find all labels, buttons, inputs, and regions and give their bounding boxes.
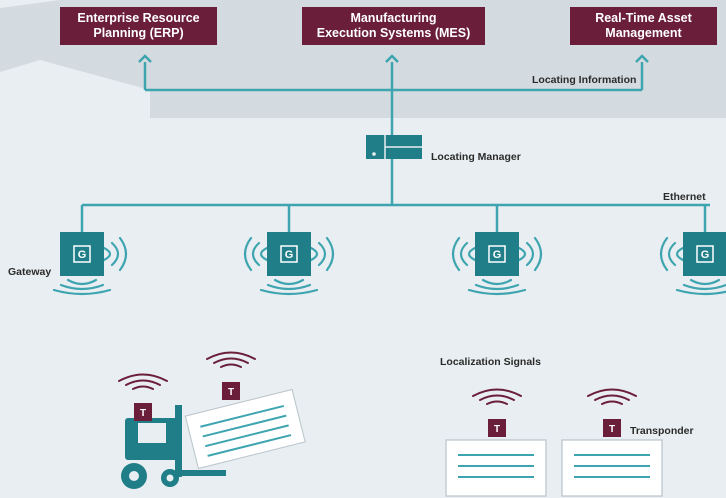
locating-information-label: Locating Information xyxy=(532,74,637,86)
locating-manager-label: Locating Manager xyxy=(431,151,521,163)
transponder-3: T xyxy=(472,388,522,437)
gateway-icon xyxy=(73,245,91,263)
signal-wave xyxy=(273,278,305,286)
signal-wave xyxy=(251,241,261,267)
signal-wave xyxy=(259,288,319,296)
pallet-right xyxy=(561,439,663,497)
signal-wave xyxy=(220,363,242,368)
signal-wave xyxy=(118,236,128,272)
gateway-box xyxy=(267,232,311,276)
signal-wave xyxy=(66,278,98,286)
mes-line2: Execution Systems (MES) xyxy=(316,26,471,40)
gateway-icon xyxy=(280,245,298,263)
signal-wave xyxy=(486,400,508,405)
gateway-letter: G xyxy=(285,249,294,261)
signal-wave xyxy=(533,236,543,272)
transponder-1: T xyxy=(118,373,168,421)
signal-wave xyxy=(481,278,513,286)
rtam-line2: Management xyxy=(605,26,682,40)
erp-line2: Planning (ERP) xyxy=(93,26,184,40)
locating-manager-server xyxy=(366,135,422,159)
signal-wave xyxy=(467,246,477,262)
signal-wave xyxy=(325,236,335,272)
pallet-left xyxy=(445,439,547,497)
locating-information-lines xyxy=(138,54,649,135)
signal-wave xyxy=(682,283,726,291)
signal-wave xyxy=(266,283,312,291)
gateway-icon xyxy=(696,245,714,263)
ethernet-bus xyxy=(80,203,710,232)
signal-wave xyxy=(659,236,669,272)
signal-wave xyxy=(689,278,721,286)
gateway-4: G xyxy=(659,232,726,296)
signal-wave xyxy=(675,288,726,296)
rtam-line1: Real-Time Asset xyxy=(595,11,692,25)
gateway-letter: G xyxy=(701,249,710,261)
gateway-letter: G xyxy=(493,249,502,261)
gateway-letter: G xyxy=(78,249,87,261)
gateway-label: Gateway xyxy=(8,266,52,278)
signal-wave xyxy=(243,236,253,272)
signal-wave xyxy=(118,373,168,382)
transponder-label: Transponder xyxy=(630,425,694,437)
signal-wave xyxy=(125,379,161,386)
gateway-icon xyxy=(488,245,506,263)
signal-wave xyxy=(459,241,469,267)
signal-wave xyxy=(594,394,630,401)
signal-wave xyxy=(474,283,520,291)
signal-wave xyxy=(110,241,120,267)
localization-signals-label: Localization Signals xyxy=(440,356,541,368)
ethernet-label: Ethernet xyxy=(663,191,706,203)
signal-wave xyxy=(451,236,461,272)
signal-wave xyxy=(517,246,527,262)
transponder-tag xyxy=(134,403,152,421)
gateway-2: G xyxy=(243,232,335,296)
transponder-2: T xyxy=(206,351,256,400)
erp-line1: Enterprise Resource xyxy=(77,11,200,25)
gateway-1: G xyxy=(52,232,128,296)
transponder-letter: T xyxy=(140,408,146,419)
transponder-letter: T xyxy=(609,424,615,435)
signal-wave xyxy=(213,357,249,364)
forklift-pallet xyxy=(184,388,306,470)
transponder-tag xyxy=(222,382,240,400)
gateway-box xyxy=(60,232,104,276)
signal-wave xyxy=(317,241,327,267)
signal-wave xyxy=(102,246,112,262)
signal-wave xyxy=(587,388,637,397)
gateway-box xyxy=(475,232,519,276)
transponder-tag xyxy=(488,419,506,437)
transponder-letter: T xyxy=(494,424,500,435)
signal-wave xyxy=(309,246,319,262)
signal-wave xyxy=(59,283,105,291)
transponder-group: T T T T xyxy=(118,351,637,437)
signal-wave xyxy=(675,246,685,262)
signal-wave xyxy=(525,241,535,267)
signal-wave xyxy=(206,351,256,360)
mes-line1: Manufacturing xyxy=(350,11,437,25)
signal-wave xyxy=(472,388,522,397)
signal-wave xyxy=(467,288,527,296)
signal-wave xyxy=(52,288,112,296)
gateway-3: G xyxy=(451,232,543,296)
transponder-4: T xyxy=(587,388,637,437)
signal-wave xyxy=(132,385,154,390)
forklift xyxy=(121,405,226,489)
gateway-box xyxy=(683,232,726,276)
signal-wave xyxy=(479,394,515,401)
signal-wave xyxy=(601,400,623,405)
signal-wave xyxy=(259,246,269,262)
transponder-tag xyxy=(603,419,621,437)
signal-wave xyxy=(667,241,677,267)
transponder-letter: T xyxy=(228,387,234,398)
